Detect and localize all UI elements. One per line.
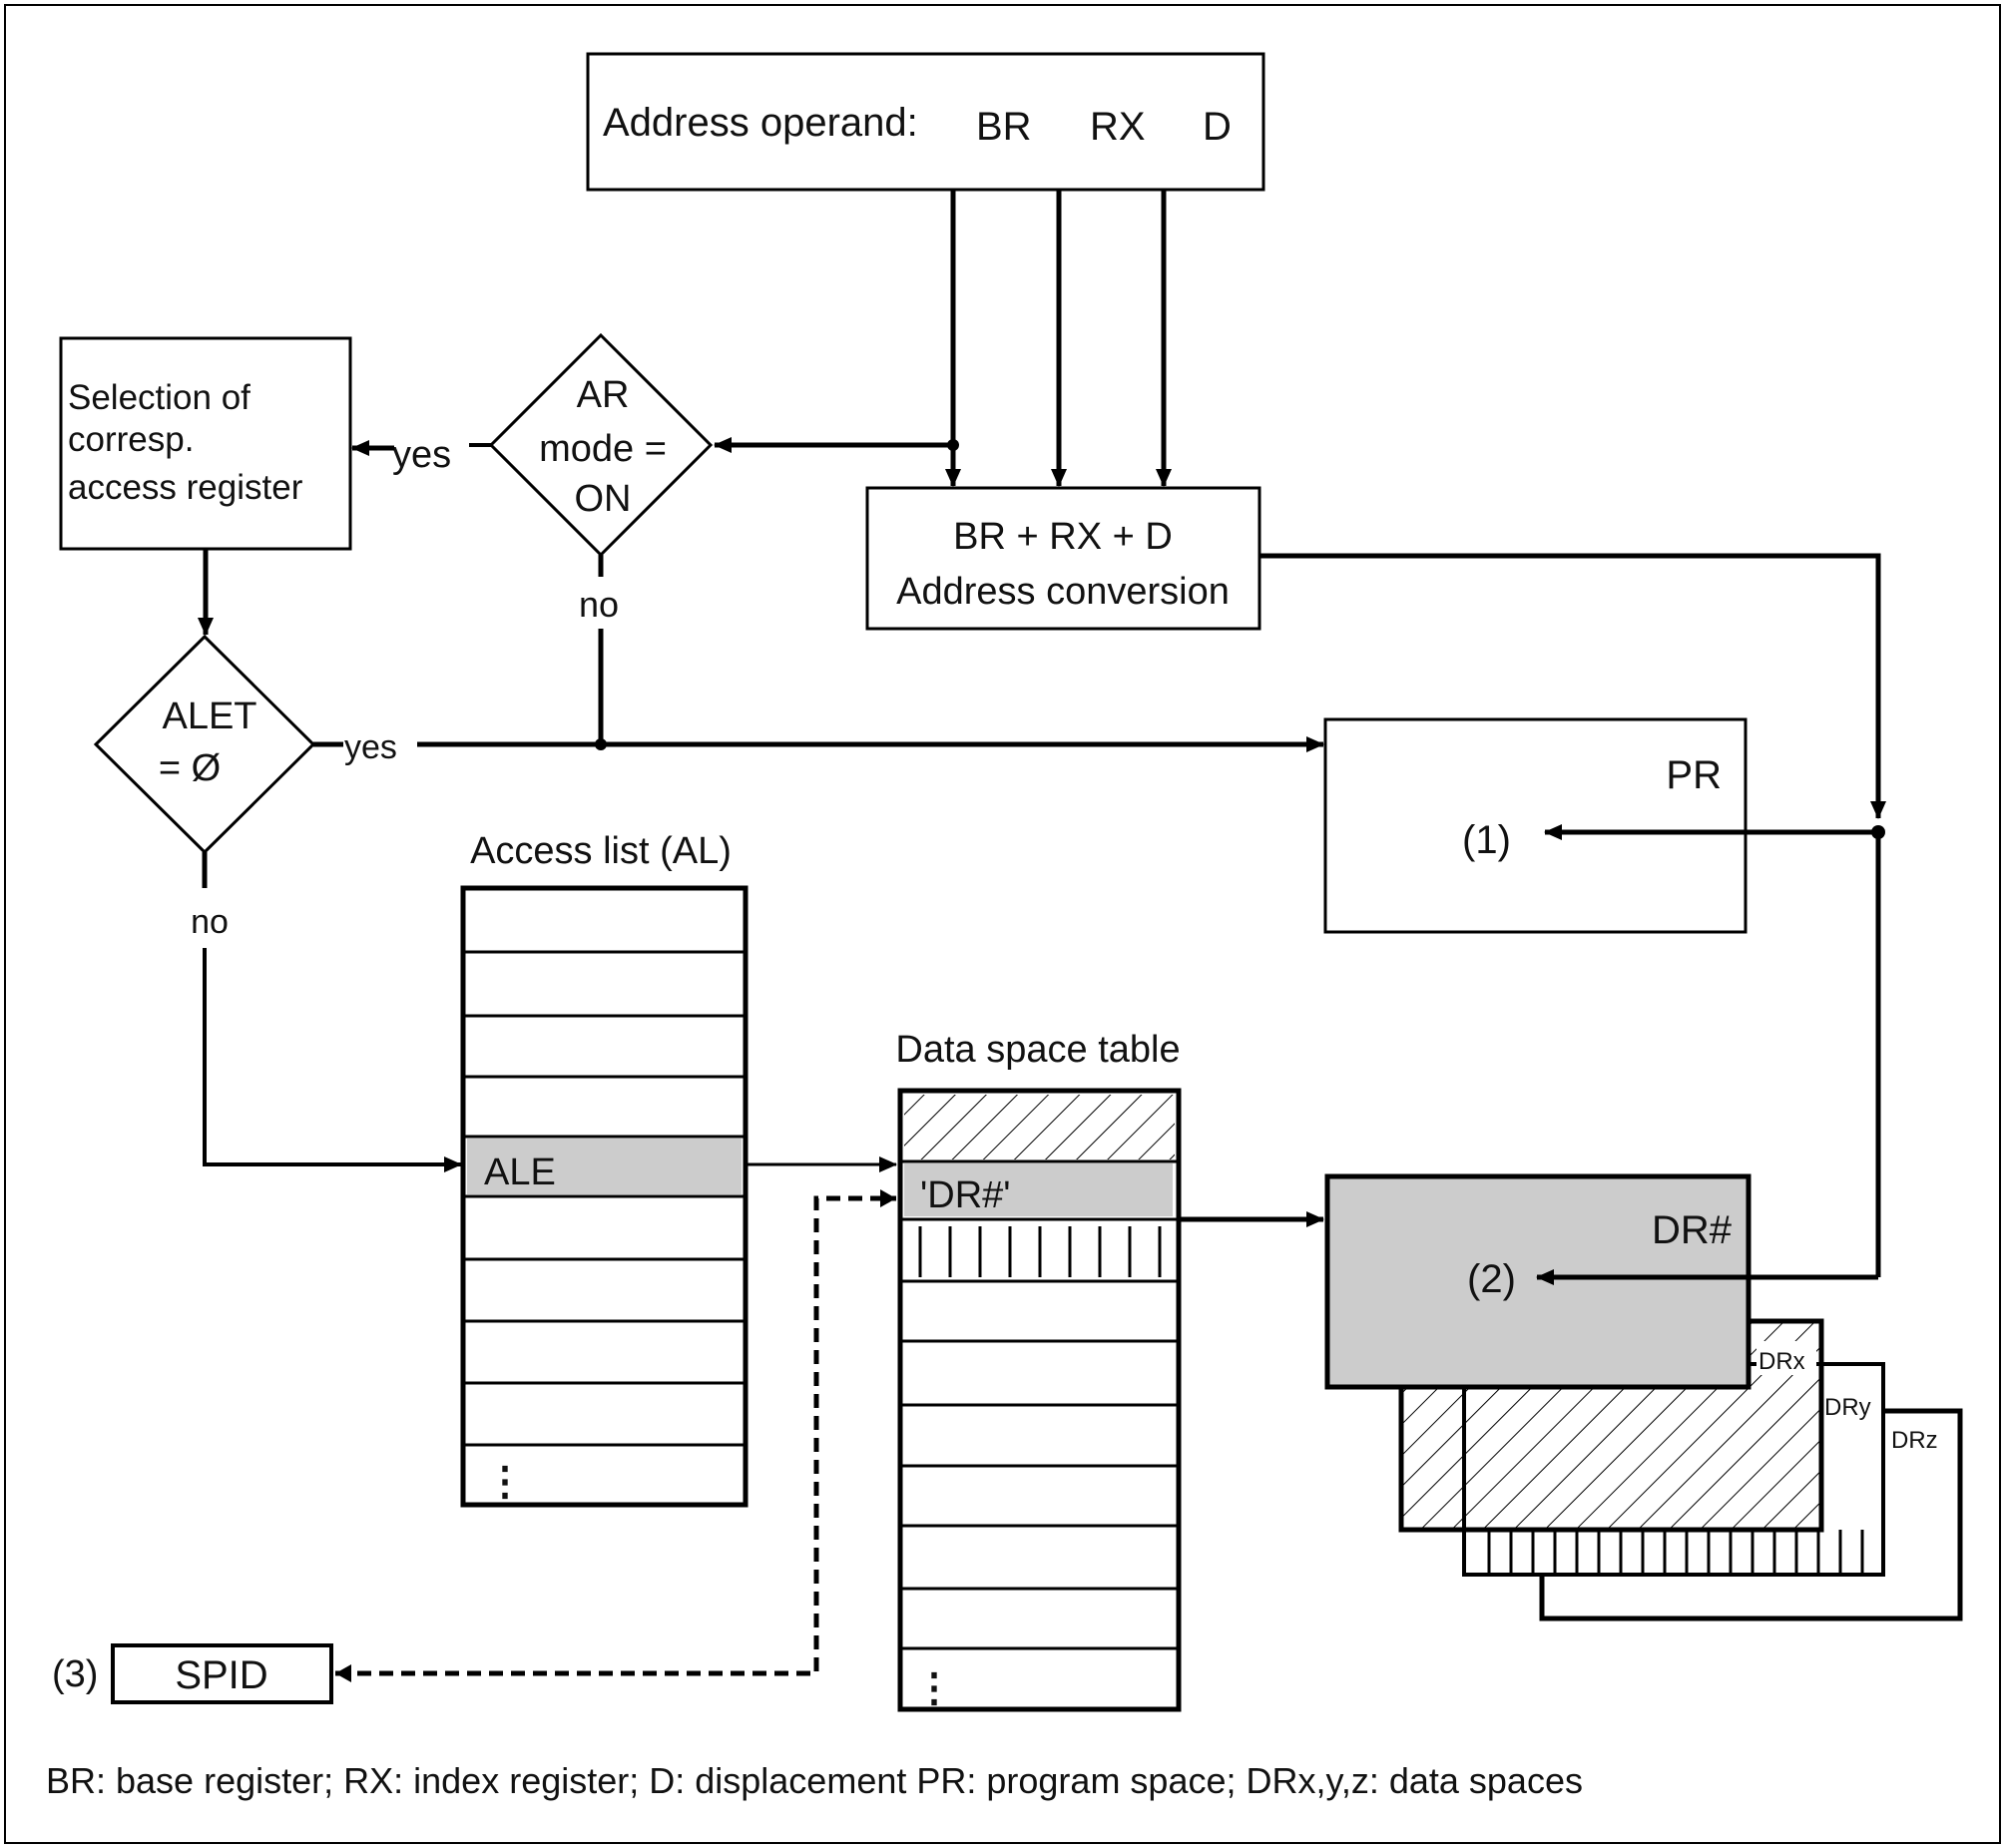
ale-row-highlight <box>467 1139 742 1194</box>
ar-no-label: no <box>579 584 619 625</box>
address-operand-box: Address operand: BR RX D <box>586 52 1265 192</box>
spid-arrowhead-right <box>880 1189 896 1207</box>
address-operand-label: Address operand: <box>603 101 918 145</box>
ar-mode-decision: AR mode = ON <box>488 332 714 558</box>
spid-label: SPID <box>175 1653 267 1697</box>
alet-yes-label: yes <box>344 728 397 766</box>
alet-no-to-ale-arrow <box>203 948 462 1172</box>
ar-mode-label: mode = <box>539 428 667 470</box>
pr-title: PR <box>1666 753 1722 797</box>
dr-marker: (2) <box>1467 1257 1516 1301</box>
dr-title: DR# <box>1652 1208 1733 1252</box>
alet-label: ALET <box>162 695 256 737</box>
selection-line-3: access register <box>68 468 303 507</box>
dr-box: DR# (2) <box>1324 1173 1752 1390</box>
spid-box <box>111 1643 333 1704</box>
outer-frame <box>4 4 2001 1844</box>
conversion-label: Address conversion <box>896 571 1230 613</box>
program-space-box: PR (1) <box>1323 717 1748 934</box>
operand-arrows <box>714 190 1172 487</box>
access-list-ellipsis: ⋮ <box>485 1460 525 1504</box>
dst-ellipsis: ⋮ <box>914 1666 954 1710</box>
pr-marker: (1) <box>1462 818 1511 862</box>
spid-dashed-path <box>335 1195 896 1676</box>
alet-no-label: no <box>191 903 229 941</box>
spid-marker: (3) <box>52 1653 98 1695</box>
alet-zero-label: = Ø <box>159 747 221 789</box>
dr-row-highlight <box>904 1163 1173 1216</box>
selection-access-register-box: Selection of corresp. access register <box>59 336 352 551</box>
dry-label: DRy <box>1824 1394 1871 1421</box>
junction-dot <box>595 738 607 750</box>
ale-label: ALE <box>484 1152 556 1193</box>
selection-line-2: corresp. <box>68 420 194 459</box>
conversion-output-line <box>1259 553 1886 819</box>
alet-decision: ALET = Ø <box>93 634 316 855</box>
conversion-formula: BR + RX + D <box>953 516 1173 558</box>
access-list-title: Access list (AL) <box>470 830 732 872</box>
legend-text: BR: base register; RX: index register; D… <box>46 1760 1583 1801</box>
field-br: BR <box>976 105 1032 149</box>
data-space-table-title: Data space table <box>895 1029 1180 1071</box>
access-list-table: Access list (AL) ALE ⋮ <box>460 830 749 1508</box>
field-rx: RX <box>1090 105 1146 149</box>
ar-yes-label: yes <box>392 434 451 476</box>
ar-label: AR <box>577 374 630 416</box>
drx-label: DRx <box>1758 1348 1805 1375</box>
dst-hatched-row <box>904 1095 1175 1159</box>
spid-arrowhead-left <box>335 1664 351 1682</box>
selection-line-1: Selection of <box>68 378 251 417</box>
field-d: D <box>1203 105 1232 149</box>
drz-label: DRz <box>1891 1427 1938 1454</box>
data-space-table: Data space table 'DR#' ⋮ <box>895 1029 1182 1712</box>
ar-on-label: ON <box>575 478 632 520</box>
dr-label: 'DR#' <box>920 1174 1011 1216</box>
junction-dot <box>947 439 959 451</box>
address-conversion-box: BR + RX + D Address conversion <box>865 486 1261 631</box>
